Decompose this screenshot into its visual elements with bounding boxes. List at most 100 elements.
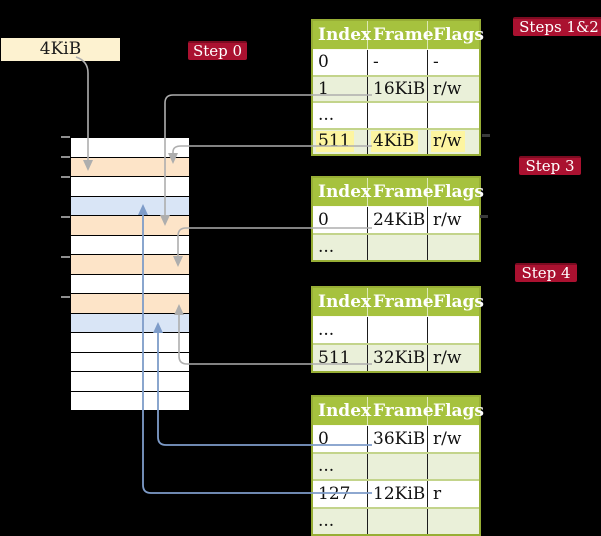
table-row: 127 12KiB r — [313, 479, 479, 507]
memory-frame-row — [71, 157, 189, 177]
table-row: 1 16KiB r/w — [313, 74, 479, 101]
cell-flags — [428, 317, 479, 343]
cell-frame — [368, 508, 428, 534]
memory-frame-row — [71, 216, 189, 236]
cell-index: ... — [313, 317, 368, 343]
table-row: 0 36KiB r/w — [313, 426, 479, 452]
highlight: 511 — [316, 131, 355, 153]
highlight: 4KiB — [371, 131, 419, 153]
cell-index: 0 — [313, 426, 368, 452]
cell-frame: 36KiB — [368, 426, 428, 452]
table-row-highlighted: 511 4KiB r/w — [313, 127, 479, 155]
cell-index: ... — [313, 234, 368, 260]
page-table-step-4: Index Frame Flags ... 511 32KiB r/w — [311, 286, 484, 373]
cell-flags — [428, 509, 479, 535]
column-header: Index — [313, 288, 371, 316]
memory-frame-row — [71, 255, 189, 275]
column-header: Flags — [433, 401, 484, 421]
table-row: ... — [313, 506, 479, 535]
memory-frame-row — [71, 177, 189, 197]
label-step-4: Step 4 — [515, 263, 577, 282]
cell-flags: r — [433, 483, 442, 504]
cell-flags: r/w — [433, 78, 462, 99]
table-row: ... — [313, 451, 479, 480]
label-step-3: Step 3 — [519, 156, 581, 175]
memory-frame-row — [71, 235, 189, 255]
physical-memory-stack — [70, 137, 190, 411]
column-header: Flags — [433, 182, 484, 202]
cell-flags: r/w — [433, 209, 462, 230]
memory-frame-row — [71, 333, 189, 353]
table-row: 0 - - — [313, 50, 479, 75]
cell-index: 0 — [313, 207, 368, 233]
highlight: r/w — [431, 131, 466, 153]
cell-flags: r/w — [428, 130, 479, 155]
memory-frame-row — [71, 352, 189, 372]
cell-frame: 32KiB — [368, 345, 428, 371]
cell-frame: 16KiB — [368, 76, 428, 101]
cell-index: 511 — [313, 345, 368, 371]
cell-frame — [368, 317, 428, 343]
cell-frame: 12KiB — [368, 481, 428, 507]
column-header: Frame — [368, 288, 434, 316]
column-header: Flags — [433, 25, 484, 45]
table-row: ... — [313, 101, 479, 128]
memory-frame-row — [71, 138, 189, 158]
page-table-steps-1-2: Index Frame Flags 0 - - 1 16KiB r/w ... … — [311, 19, 484, 156]
cell-index: 0 — [313, 50, 368, 75]
column-header: Frame — [368, 178, 434, 206]
row-pointer-dash — [482, 134, 490, 137]
address-tick — [61, 176, 70, 178]
cell-index: 127 — [313, 481, 368, 507]
label-steps-1-2: Steps 1&2 — [513, 17, 601, 36]
table-header-row: Index Frame Flags — [313, 397, 484, 426]
page-table-final: Index Frame Flags 0 36KiB r/w ... 127 12… — [311, 395, 484, 536]
row-pointer-dash — [480, 215, 488, 218]
column-header: Index — [313, 178, 371, 206]
column-header: Flags — [433, 292, 484, 312]
memory-frame-row — [71, 391, 189, 410]
table-row: 0 24KiB r/w — [313, 207, 479, 233]
table-body: 0 36KiB r/w ... 127 12KiB r ... — [313, 426, 479, 534]
memory-frame-row — [71, 372, 189, 392]
memory-frame-row — [71, 196, 189, 216]
label-step-0: Step 0 — [188, 41, 247, 60]
cell-flags: - — [433, 52, 439, 73]
cell-frame: 24KiB — [368, 207, 428, 233]
column-header: Frame — [368, 397, 434, 425]
cell-frame — [368, 234, 428, 260]
cell-index: ... — [313, 453, 368, 479]
cell-flags: r/w — [433, 428, 462, 449]
table-body: 0 - - 1 16KiB r/w ... 511 4KiB r/w — [313, 50, 479, 154]
cell-frame — [368, 103, 428, 128]
table-header-row: Index Frame Flags — [313, 288, 484, 317]
page-table-step-3: Index Frame Flags 0 24KiB r/w ... — [311, 176, 484, 262]
table-header-row: Index Frame Flags — [313, 178, 484, 207]
cell-frame: - — [368, 50, 428, 75]
cell-flags — [428, 454, 479, 480]
address-tick — [61, 256, 70, 258]
memory-frame-row — [71, 294, 189, 314]
table-row: ... — [313, 232, 479, 261]
table-row: 511 32KiB r/w — [313, 343, 479, 371]
cell-index: 1 — [313, 76, 368, 101]
cell-frame: 4KiB — [368, 129, 428, 154]
column-header: Frame — [368, 21, 434, 49]
cell-index: ... — [313, 103, 368, 128]
frame-size-box: 4KiB — [1, 38, 120, 61]
table-body: 0 24KiB r/w ... — [313, 207, 479, 260]
cell-index: ... — [313, 508, 368, 534]
cell-flags — [428, 103, 479, 128]
cell-index: 511 — [313, 129, 368, 154]
cell-flags — [428, 235, 479, 261]
memory-frame-row — [71, 313, 189, 333]
address-tick — [61, 216, 70, 218]
address-tick — [61, 136, 70, 138]
table-row: ... — [313, 317, 479, 343]
column-header: Index — [313, 21, 371, 49]
table-body: ... 511 32KiB r/w — [313, 317, 479, 371]
cell-flags: r/w — [433, 348, 462, 368]
address-tick — [61, 296, 70, 298]
memory-frame-row — [71, 274, 189, 294]
